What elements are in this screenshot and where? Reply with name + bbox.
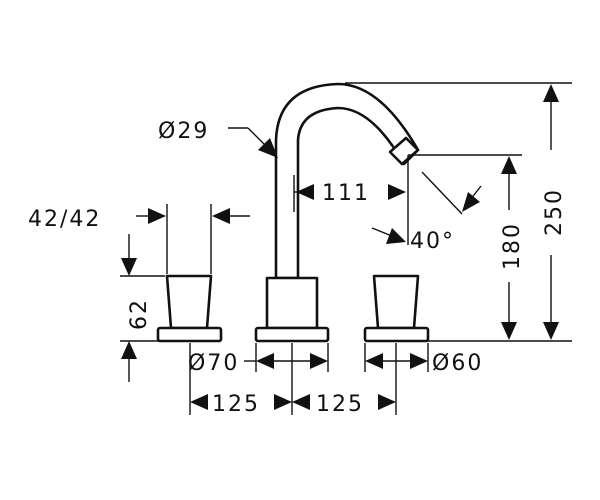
- right-handle: [372, 274, 420, 330]
- spacing-left-label: 125: [212, 392, 260, 417]
- dimension-base-center: Ø70: [188, 343, 329, 376]
- handle-width-label: 42/42: [28, 207, 101, 232]
- left-base-plate: [156, 326, 223, 343]
- spout-angle-label: 40°: [410, 229, 455, 254]
- dimension-spout-angle: 40°: [371, 171, 482, 254]
- dimension-outlet-height: 180: [500, 156, 525, 340]
- base-center-diameter-label: Ø70: [188, 351, 239, 376]
- left-handle: [165, 274, 213, 330]
- dimension-total-height: 250: [542, 84, 567, 340]
- total-height-label: 250: [542, 188, 567, 236]
- right-base-plate: [363, 326, 430, 343]
- center-base-plate: [254, 326, 330, 343]
- dimension-spout-reach: 111: [293, 175, 406, 212]
- center-body: [265, 276, 319, 330]
- outlet-height-label: 180: [500, 222, 525, 270]
- dimension-spacing: 125 125: [189, 343, 397, 417]
- spout-outlet: [388, 136, 420, 166]
- dimension-spout-diameter: Ø29: [158, 119, 278, 158]
- spout-diameter-label: Ø29: [158, 119, 209, 144]
- spout-reach-label: 111: [322, 181, 370, 206]
- handle-height-label: 62: [127, 298, 152, 330]
- dimension-handle-width: 42/42: [28, 204, 250, 274]
- dimension-handle-height: 62: [120, 234, 165, 382]
- base-side-diameter-label: Ø60: [432, 351, 483, 376]
- dimension-base-side: Ø60: [364, 343, 483, 376]
- spacing-right-label: 125: [316, 392, 364, 417]
